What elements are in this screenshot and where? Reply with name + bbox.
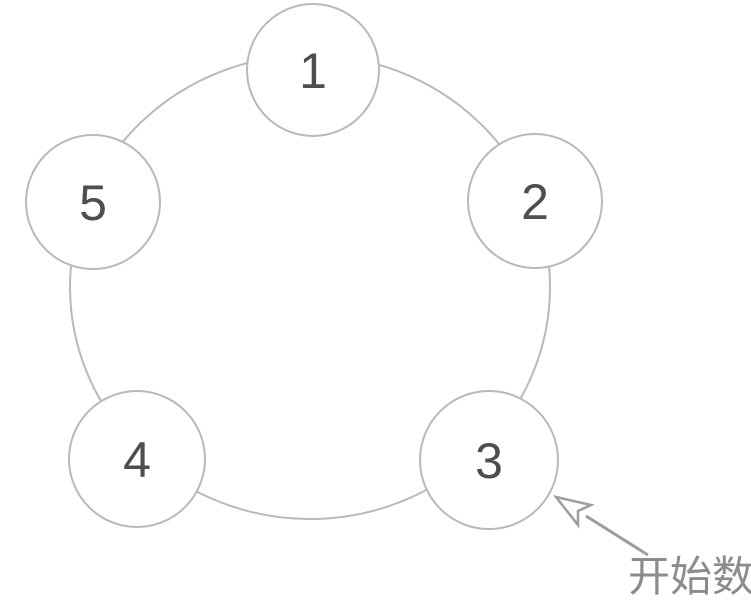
node-4: 4 (68, 390, 206, 528)
start-annotation-label: 开始数 (628, 553, 751, 600)
node-1-circle (246, 3, 380, 137)
node-5-circle (25, 134, 161, 270)
node-2-label: 2 (521, 174, 549, 230)
node-3: 3 (419, 390, 559, 530)
node-1: 1 (246, 3, 380, 137)
node-3-label: 3 (475, 433, 503, 489)
node-2: 2 (467, 133, 603, 269)
node-2-circle (467, 133, 603, 269)
node-5: 5 (25, 134, 161, 270)
arrow-shaft (585, 514, 649, 557)
node-3-circle (419, 390, 559, 530)
arrow-head-icon (552, 494, 595, 529)
node-5-label: 5 (79, 175, 107, 231)
node-1-label: 1 (299, 43, 327, 99)
node-4-label: 4 (123, 432, 151, 488)
node-4-circle (68, 390, 206, 528)
start-annotation: 开始数 (552, 494, 751, 600)
